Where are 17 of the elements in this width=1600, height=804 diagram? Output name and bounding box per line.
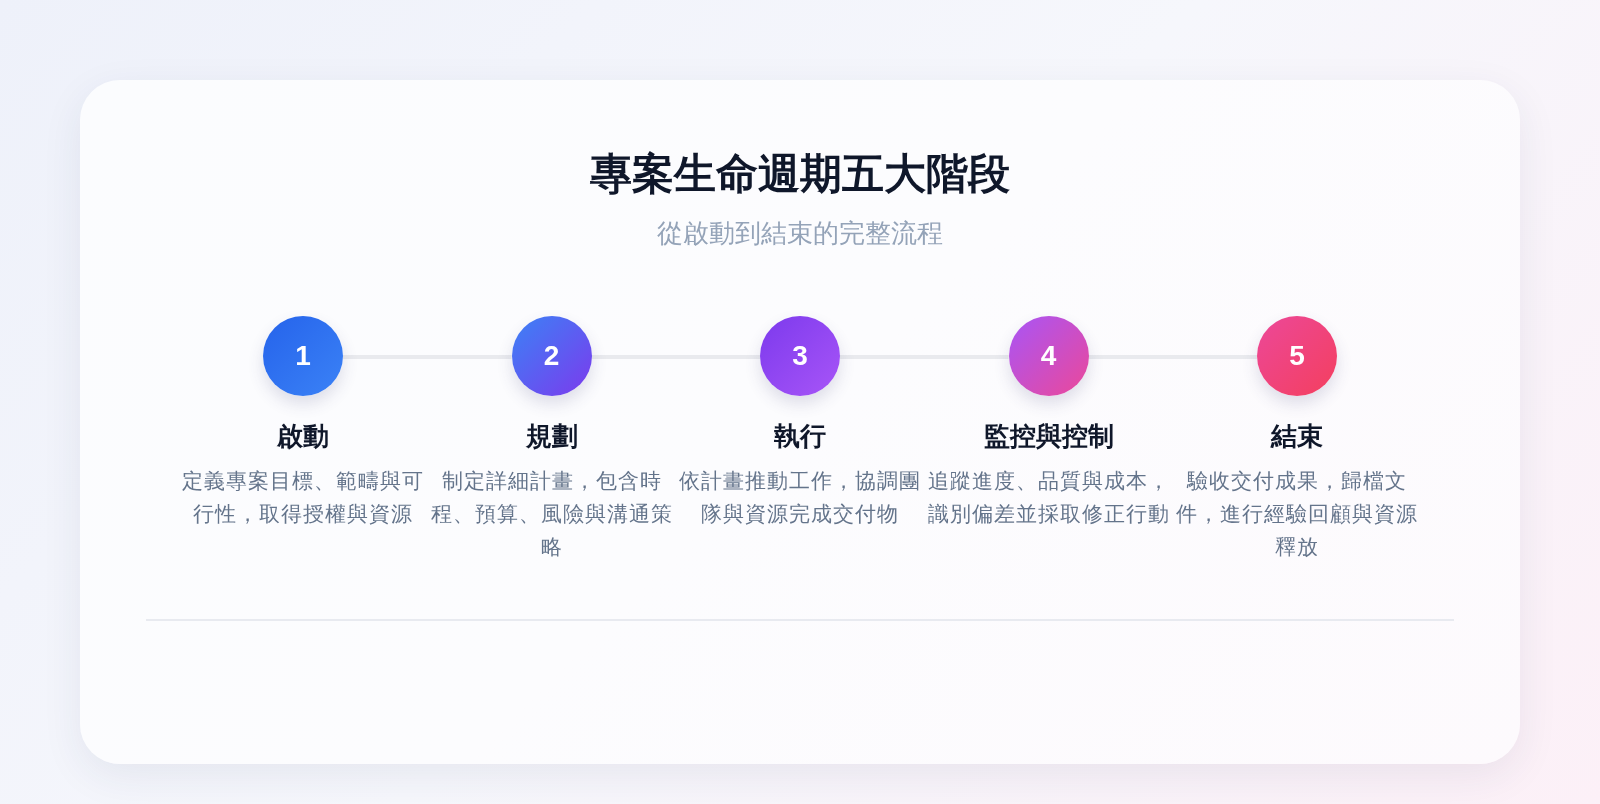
step-circle: 4 (1008, 316, 1089, 396)
step-heading: 結束 (1271, 420, 1323, 453)
step-description: 制定詳細計畫，包含時程、預算、風險與溝通策略 (429, 468, 674, 560)
step-heading: 啟動 (277, 420, 329, 453)
step-description: 追蹤進度、品質與成本，識別偏差並採取修正行動 (926, 468, 1171, 527)
step-circle: 5 (1257, 316, 1337, 396)
step-heading: 監控與控制 (983, 420, 1114, 453)
step-heading: 執行 (774, 420, 826, 453)
step-circle: 1 (263, 316, 343, 396)
subtitle: 從啟動到結束的完整流程 (657, 217, 943, 249)
step-description: 定義專案目標、範疇與可行性，取得授權與資源 (181, 468, 425, 527)
step-circle: 3 (760, 316, 840, 396)
title: 專案生命週期五大階段 (590, 149, 1010, 199)
step-circle: 2 (511, 316, 592, 396)
step-description: 驗收交付成果，歸檔文件，進行經驗回顧與資源釋放 (1175, 468, 1419, 560)
step-heading: 規劃 (525, 420, 578, 453)
step-description: 依計畫推動工作，協調團隊與資源完成交付物 (678, 468, 922, 527)
